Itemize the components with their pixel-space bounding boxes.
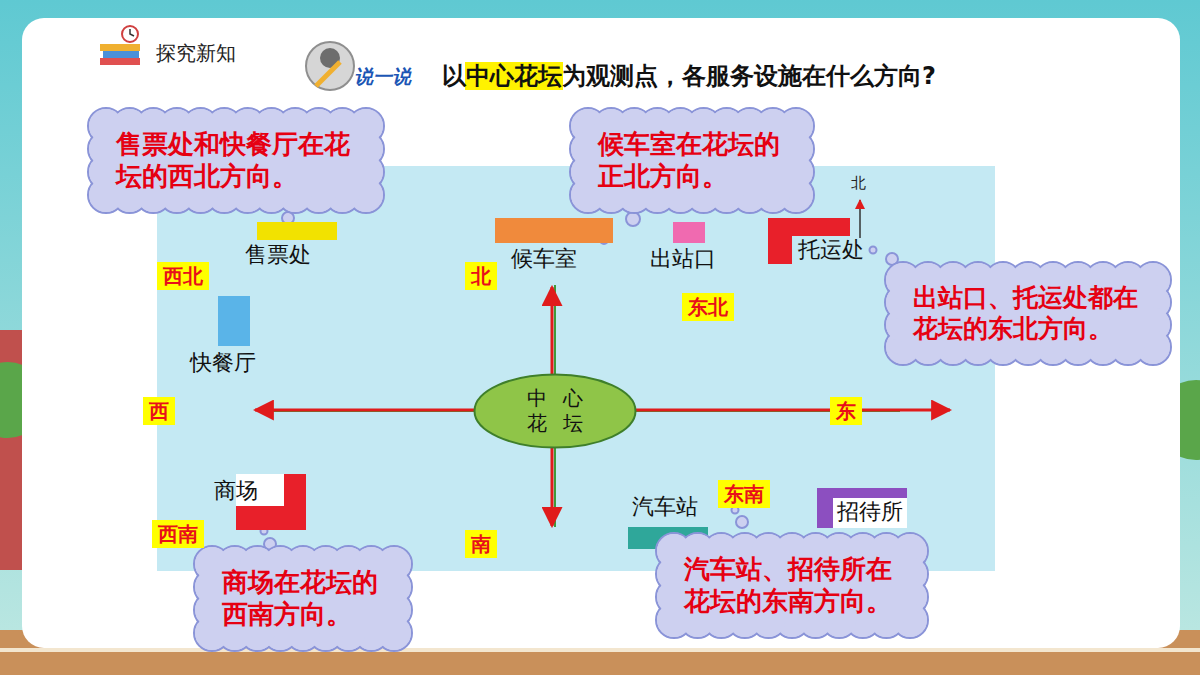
facility-shape xyxy=(218,296,250,346)
facility-block: 商场 xyxy=(214,474,308,532)
direction-tag: 西南 xyxy=(152,520,204,548)
node-text: 汽车站 xyxy=(632,494,698,520)
direction-tag: 西 xyxy=(143,397,175,425)
speech-cloud: 售票处和快餐厅在花坛的西北方向。 xyxy=(88,108,384,213)
cloud-outline xyxy=(194,546,412,651)
facility-block: 快餐厅 xyxy=(188,294,268,380)
node-text: 商场在花坛的西南方向。 xyxy=(222,566,383,631)
talk-icon xyxy=(306,42,354,90)
node-text: 商场 xyxy=(214,478,258,504)
facility-block: 售票处 xyxy=(243,220,343,274)
node-text: 出站口、托运处都在花坛的东北方向。 xyxy=(913,282,1143,345)
flower-bed: 中心花坛 xyxy=(473,373,637,449)
facility-shape xyxy=(673,222,705,243)
direction-tag: 东北 xyxy=(682,293,734,321)
node-text: 西南 xyxy=(158,521,198,547)
direction-tag: 西北 xyxy=(157,262,209,290)
facility-block: 招待所 xyxy=(815,486,909,530)
node-text: 东南 xyxy=(724,481,764,507)
cloud-outline xyxy=(656,533,928,638)
node-text: 北 xyxy=(471,263,491,289)
cloud-outline xyxy=(88,108,384,213)
speech-cloud: 出站口、托运处都在花坛的东北方向。 xyxy=(885,262,1171,365)
speech-cloud: 汽车站、招待所在花坛的东南方向。 xyxy=(656,533,928,638)
facility-shape xyxy=(257,222,337,240)
facility-block: 托运处 xyxy=(766,216,886,266)
node-text: 售票处 xyxy=(245,242,311,268)
cloud-core xyxy=(106,126,366,195)
direction-tag: 东 xyxy=(830,397,862,425)
node-text: 招待所 xyxy=(837,499,903,525)
speech-cloud: 商场在花坛的西南方向。 xyxy=(194,546,412,651)
node-text: 汽车站、招待所在花坛的东南方向。 xyxy=(684,553,900,618)
cloud-core xyxy=(212,564,394,633)
facility-shape xyxy=(768,218,792,264)
node-text: 东 xyxy=(836,398,856,424)
node-text: 南 xyxy=(471,531,491,557)
node-text: 中心花坛 xyxy=(511,386,599,436)
slide-title: 以中心花坛为观测点，各服务设施在什么方向? xyxy=(442,60,936,92)
node-text: 出站口 xyxy=(650,246,716,272)
cloud-core xyxy=(674,551,910,620)
cloud-outline xyxy=(570,108,814,213)
books-icon xyxy=(100,26,140,65)
direction-tag: 东南 xyxy=(718,480,770,508)
compass-label: 北 xyxy=(851,174,866,193)
section-heading: 探究新知 xyxy=(156,40,236,67)
direction-tag: 南 xyxy=(465,530,497,558)
node-text: 快餐厅 xyxy=(190,350,256,376)
node-text: 售票处和快餐厅在花坛的西北方向。 xyxy=(116,128,355,193)
node-text: 西北 xyxy=(163,263,203,289)
flower-bed-ellipse xyxy=(475,375,636,448)
node-text: 候车室 xyxy=(511,246,577,272)
cloud-tails xyxy=(261,212,899,550)
compass-arrow xyxy=(859,200,861,238)
cloud-core xyxy=(588,126,796,195)
facility-block: 出站口 xyxy=(648,220,728,276)
activity-badge: 说一说 xyxy=(354,64,411,90)
facility-shape xyxy=(495,218,613,243)
track-line xyxy=(0,648,1200,652)
direction-tag: 北 xyxy=(465,262,497,290)
node-text: 候车室在花坛的正北方向。 xyxy=(598,128,785,193)
node-text: 托运处 xyxy=(798,237,864,263)
cloud-outline xyxy=(885,262,1171,365)
map-ground xyxy=(157,166,995,571)
facility-block: 候车室 xyxy=(493,216,615,276)
cloud-core xyxy=(903,280,1153,347)
node-text: 西 xyxy=(149,398,169,424)
speech-cloud: 候车室在花坛的正北方向。 xyxy=(570,108,814,213)
panel xyxy=(22,18,1180,648)
node-text: 东北 xyxy=(688,294,728,320)
